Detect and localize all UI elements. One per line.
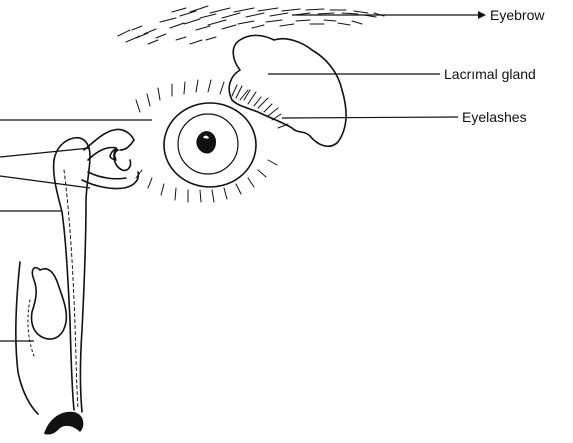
pupil	[196, 131, 216, 153]
label-lacrimal-gland: Lacrımal gland	[444, 66, 536, 82]
eyebrow-leader	[292, 11, 486, 19]
nasolacrimal-duct	[54, 138, 90, 412]
nostril	[44, 412, 83, 435]
nasal-cavity	[16, 262, 67, 414]
label-eyelashes: Eyelashes	[462, 109, 527, 125]
eyebrow	[118, 6, 384, 44]
eyeball	[164, 103, 256, 187]
left-leader-lines	[0, 120, 152, 341]
label-eyebrow: Eyebrow	[490, 7, 545, 23]
eyelashes-leader	[282, 117, 458, 118]
